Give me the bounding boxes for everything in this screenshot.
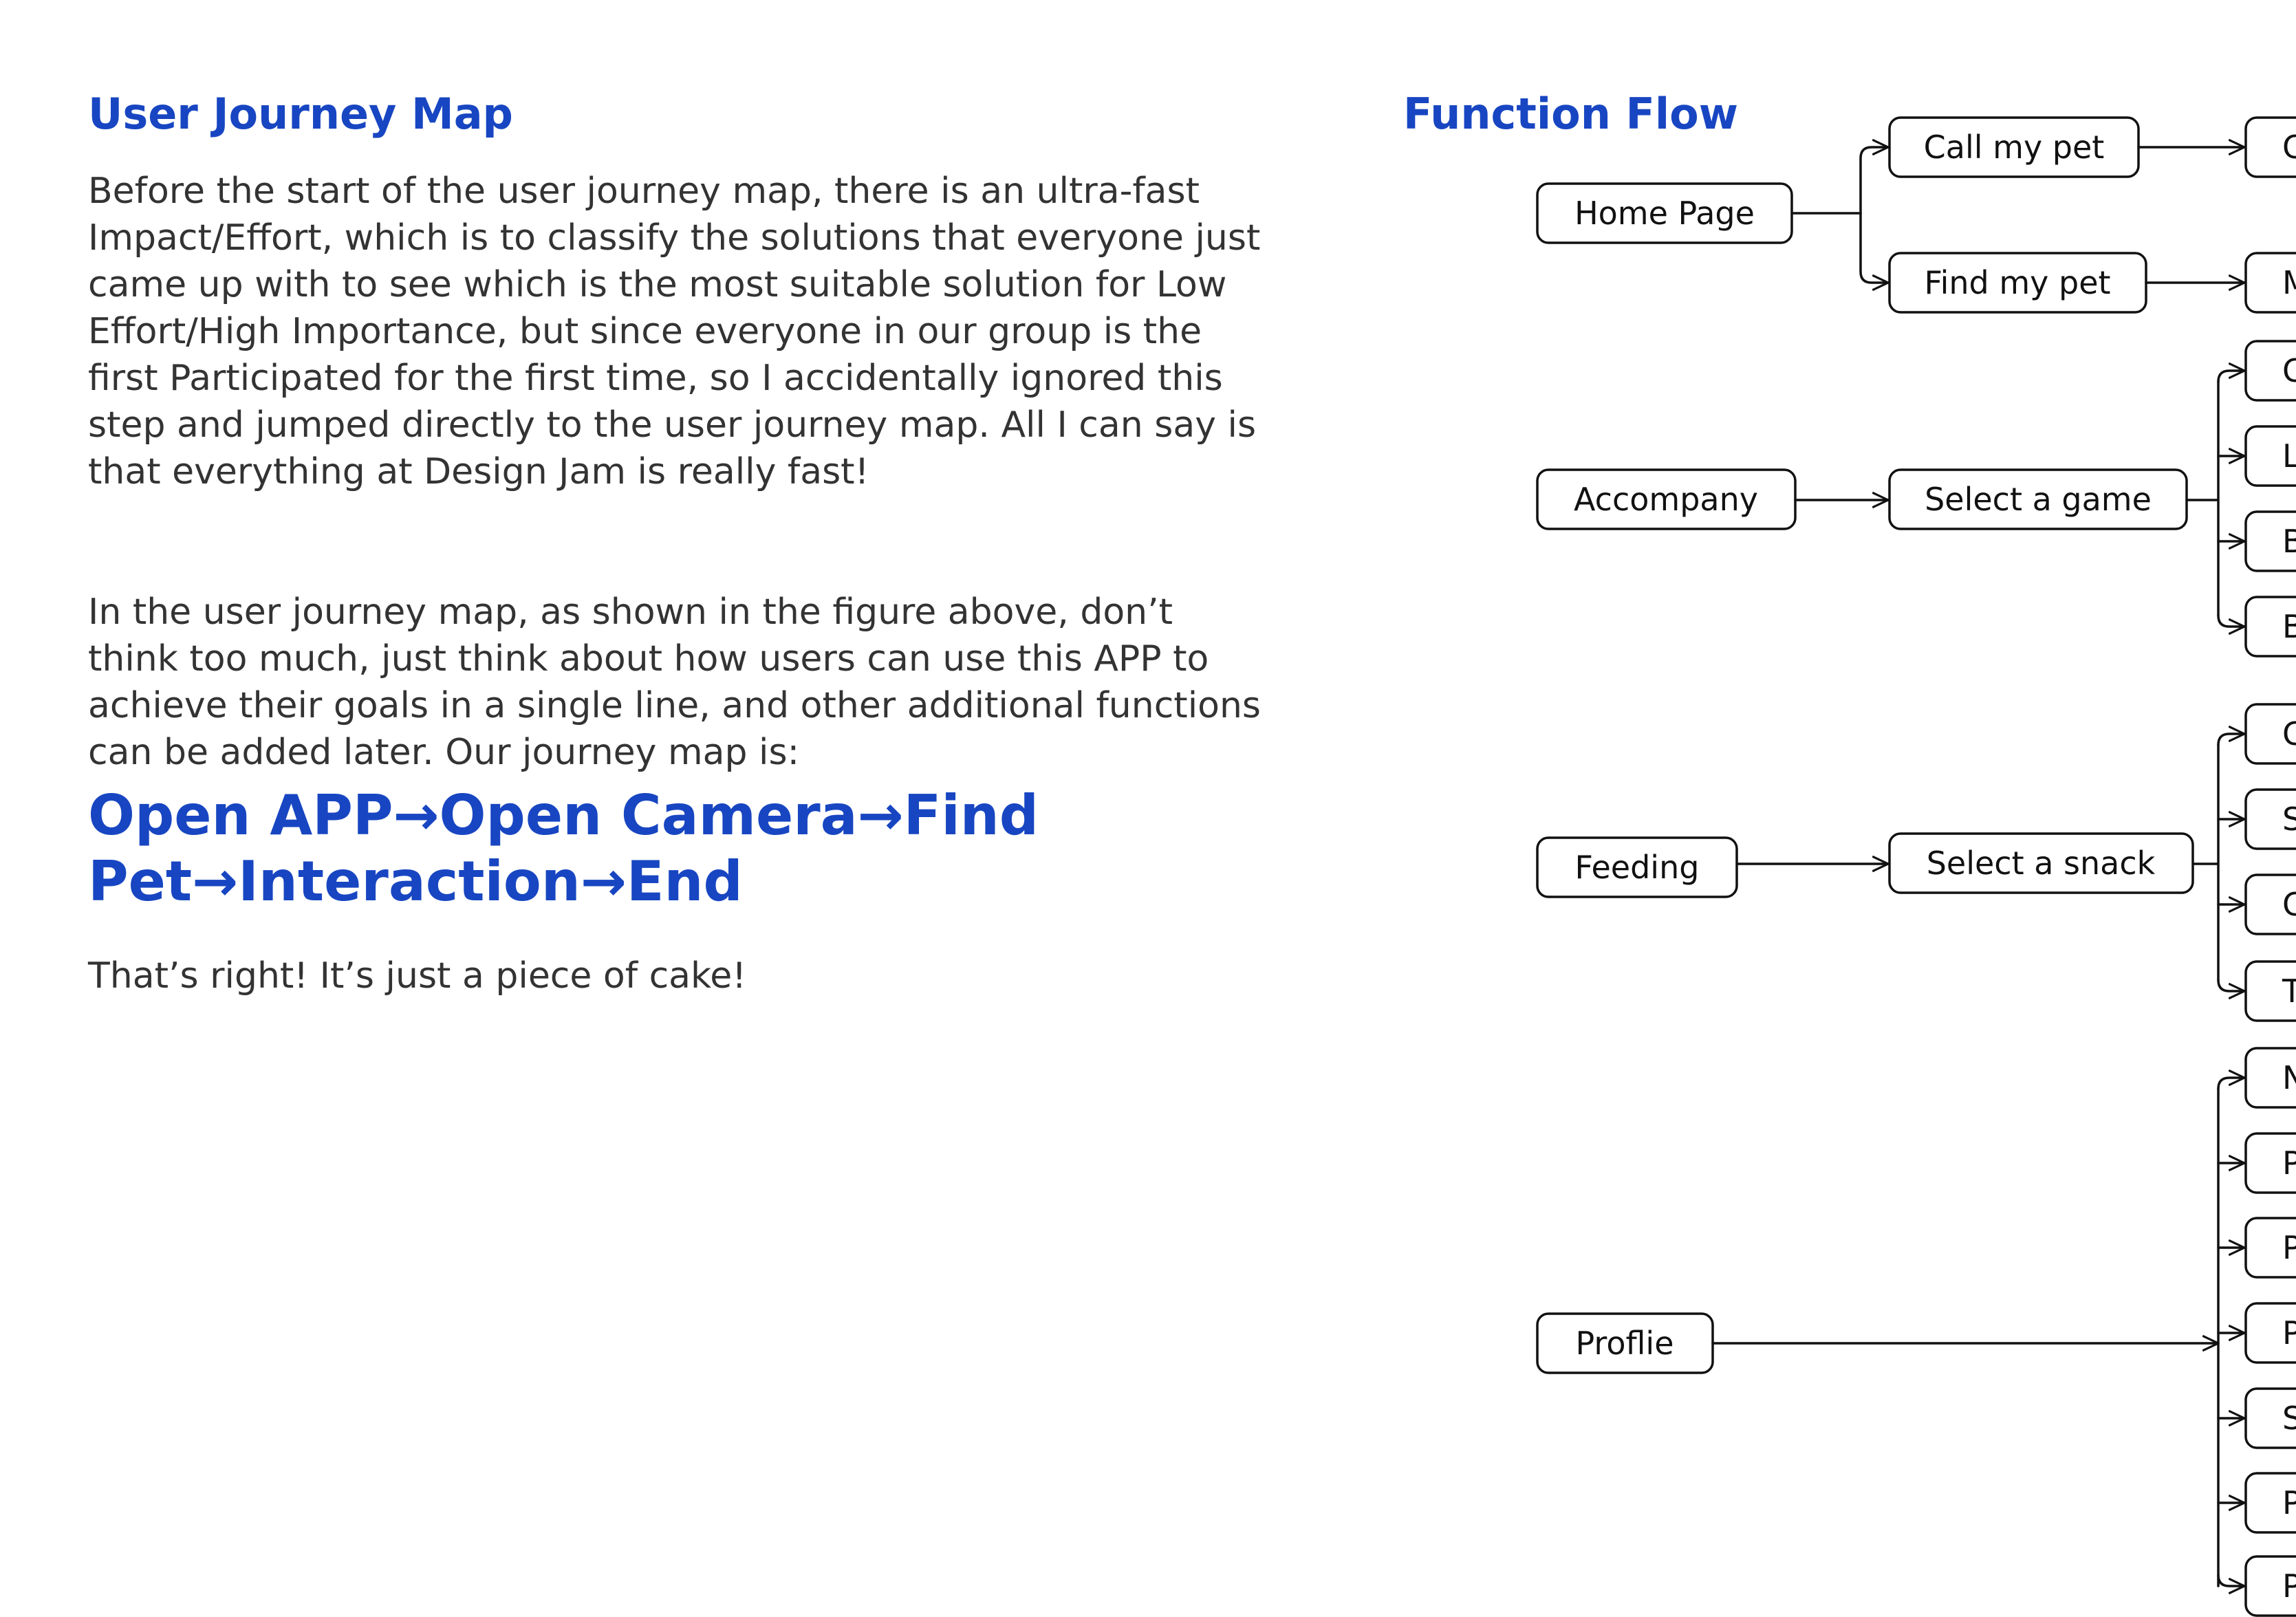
- flow-leaf-profile-7-label: P: [2282, 1567, 2296, 1605]
- closing-line: That’s right! It’s just a piece of cake!: [88, 955, 747, 997]
- journey-path-statement: Open APP→Open Camera→Find Pet→Interactio…: [88, 783, 1039, 913]
- flow-leaf-snack-2-label: S: [2282, 801, 2296, 838]
- flow-node-find-my-pet: Find my pet: [1888, 252, 2147, 314]
- edge-snack-to-leaf-1: [2217, 734, 2246, 746]
- flow-node-select-a-snack-label: Select a snack: [1927, 845, 2156, 882]
- flow-leaf-snack-4-label: T: [2282, 973, 2296, 1010]
- flow-leaf-profile-2: P: [2244, 1132, 2296, 1194]
- journey-paragraph: In the user journey map, as shown in the…: [88, 592, 1261, 773]
- function-flow-heading: Function Flow: [1403, 89, 1738, 139]
- flow-leaf-snack-2: S: [2244, 788, 2296, 850]
- flow-leaf-profile-7: P: [2244, 1555, 2296, 1617]
- edge-home-to-find: [1859, 212, 1889, 283]
- flow-leaf-find-next-label: M: [2282, 264, 2296, 301]
- flow-node-feeding: Feeding: [1536, 836, 1738, 898]
- flow-leaf-snack-3-label: C: [2282, 886, 2296, 923]
- edge-game-trunk: [2185, 380, 2220, 617]
- flow-node-select-a-game: Select a game: [1888, 468, 2188, 530]
- flow-leaf-game-1-label: C: [2282, 352, 2296, 389]
- flow-leaf-profile-4-label: P: [2282, 1314, 2296, 1352]
- flow-leaf-game-2: L: [2244, 425, 2296, 487]
- flow-node-call-my-pet: Call my pet: [1888, 116, 2140, 178]
- flow-leaf-profile-2-label: P: [2282, 1144, 2296, 1182]
- flow-leaf-profile-3-label: P: [2282, 1229, 2296, 1266]
- flow-leaf-snack-1: C: [2244, 703, 2296, 765]
- flow-leaf-profile-6: P: [2244, 1472, 2296, 1534]
- journey-map-heading: User Journey Map: [88, 89, 513, 139]
- flow-leaf-game-1: C: [2244, 340, 2296, 402]
- flow-leaf-profile-3: P: [2244, 1217, 2296, 1279]
- flow-leaf-call-next: C: [2244, 116, 2296, 178]
- edge-snack-to-leaf-4: [2217, 979, 2246, 991]
- flow-leaf-profile-1: N: [2244, 1047, 2296, 1109]
- flow-node-accompany-label: Accompany: [1574, 481, 1758, 518]
- edge-profile-to-leaf-1: [2217, 1078, 2246, 1090]
- flow-leaf-call-next-label: C: [2282, 129, 2296, 166]
- flow-node-feeding-label: Feeding: [1575, 849, 1700, 886]
- flow-leaf-game-3: B: [2244, 510, 2296, 572]
- flow-leaf-game-2-label: L: [2282, 437, 2296, 475]
- flow-leaf-profile-5-label: S: [2282, 1400, 2296, 1437]
- edge-game-to-leaf-4: [2217, 614, 2246, 627]
- flow-leaf-snack-1-label: C: [2282, 715, 2296, 752]
- flow-node-proflie: Proflie: [1536, 1312, 1714, 1374]
- edge-home-to-call: [1859, 147, 1889, 215]
- flow-leaf-profile-6-label: P: [2282, 1484, 2296, 1521]
- flow-leaf-find-next: M: [2244, 252, 2296, 314]
- flow-leaf-snack-3: C: [2244, 873, 2296, 935]
- edge-game-to-leaf-1: [2217, 371, 2246, 383]
- flow-node-home-page-label: Home Page: [1574, 195, 1755, 232]
- flow-node-home-page: Home Page: [1536, 182, 1793, 244]
- flow-node-call-my-pet-label: Call my pet: [1924, 129, 2105, 166]
- flow-leaf-profile-4: P: [2244, 1302, 2296, 1364]
- flow-leaf-game-4: B: [2244, 596, 2296, 658]
- flow-leaf-profile-5: S: [2244, 1387, 2296, 1449]
- edge-snack-trunk: [2191, 744, 2220, 981]
- flow-node-select-a-game-label: Select a game: [1925, 481, 2152, 518]
- flow-node-accompany: Accompany: [1536, 468, 1797, 530]
- intro-paragraph: Before the start of the user journey map…: [88, 171, 1261, 492]
- edge-profile-to-leaf-7: [2217, 1574, 2246, 1586]
- flow-leaf-snack-4: T: [2244, 960, 2296, 1022]
- flow-node-find-my-pet-label: Find my pet: [1924, 264, 2110, 301]
- flow-leaf-game-3-label: B: [2282, 523, 2296, 560]
- flow-node-proflie-label: Proflie: [1575, 1325, 1674, 1362]
- flow-node-select-a-snack: Select a snack: [1888, 832, 2194, 894]
- flow-leaf-profile-1-label: N: [2282, 1059, 2296, 1096]
- flow-leaf-game-4-label: B: [2282, 608, 2296, 645]
